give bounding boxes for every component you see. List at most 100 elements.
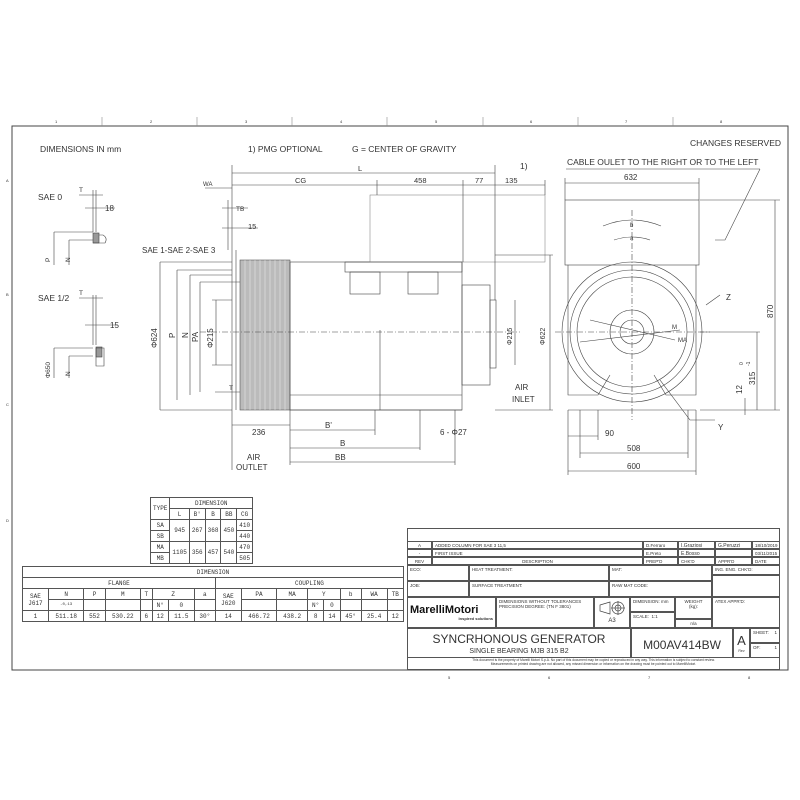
revision-label: Rev (738, 648, 745, 653)
cell-bb: 540 (220, 541, 238, 564)
rev-first-checked: E.Bosso (678, 549, 715, 557)
scale-value: 1:1 (651, 614, 658, 619)
sheet-format: A3 (608, 618, 616, 625)
th-y-dia: 0 (323, 599, 341, 611)
sheet-label: SHEET: (753, 630, 769, 635)
rev-a-checked: I.Graziosi (678, 541, 715, 549)
cell-sae-j620: 14 (214, 610, 242, 622)
ruler-bottom: 5 6 7 8 (448, 675, 751, 680)
weight-unit: (kg): (689, 604, 698, 610)
label-air-inlet-1: AIR (515, 383, 529, 392)
dimension-unit: DIMENSION: mm (630, 597, 675, 612)
projection-symbol: A3 (594, 597, 630, 628)
th-a: a (193, 588, 216, 600)
label-y: Y (718, 423, 724, 432)
label-a: a (630, 236, 634, 242)
drawing-title: SYNCRHONOUS GENERATOR (432, 632, 606, 646)
th-sae: SAE (222, 592, 234, 600)
field-job: JOB: (407, 581, 469, 597)
cell-y-dia: 14 (323, 610, 341, 622)
sae12-dim: 15 (110, 321, 119, 330)
ruler-bottom-5: 5 (448, 675, 451, 680)
company-logo: MarelliMotori Inspired solutions (407, 597, 496, 628)
cell-b: 457 (204, 541, 222, 564)
field-heat-treatment: HEAT TREATMENT: (469, 565, 609, 581)
dim-dia215: Φ215 (206, 328, 215, 348)
th-type: TYPE (149, 497, 171, 520)
sae0-t: T (79, 187, 83, 194)
dim-600: 600 (627, 462, 641, 471)
ruler-row-a: A (6, 178, 9, 183)
sae0-dim: 18 (105, 204, 114, 213)
ruler-bottom-8: 8 (748, 675, 751, 680)
header-checked: CHK'D (678, 557, 715, 565)
cell-tb: 12 (386, 610, 405, 622)
th-b: b (339, 588, 362, 600)
cell-wa: 25.4 (360, 610, 388, 622)
drawing-subtitle: SINGLE BEARING MJB 315 B2 (469, 648, 569, 656)
dim-n: N (181, 332, 190, 338)
th-p: P (83, 588, 106, 600)
label-air-outlet-1: AIR (247, 453, 261, 462)
tolerance-note: DIMENSIONS WITHOUT TOLERANCES PRECISION … (496, 597, 594, 628)
dim-508: 508 (627, 444, 641, 453)
legal-notice-line-1: This document is the property of Marelli… (472, 658, 715, 662)
side-view: L CG 458 77 135 WA TB 15 SAE 1-SAE 2-SAE… (142, 164, 553, 472)
cell-type: SA (149, 519, 171, 531)
cell-cg: 505 (236, 552, 254, 564)
field-blank (712, 575, 780, 597)
dim-dia622: Φ622 (540, 328, 547, 345)
header-date: DATE (752, 557, 780, 565)
logo-text: MarelliMotori (410, 604, 479, 616)
tolerance-line-2: PRECISION DEGREE: (TN F 3801) (499, 604, 571, 610)
sheet-total: 1 (774, 645, 777, 650)
ruler-col-3: 3 (245, 119, 248, 124)
cell-t: 6 (140, 610, 153, 622)
cell-a: 30° (193, 610, 216, 622)
th-wa: WA (360, 588, 388, 600)
sae0-label: SAE 0 (38, 192, 62, 202)
cell-b: 368 (204, 519, 222, 542)
front-view: 632 870 315 0 -1 12 90 508 600 Z Y M MA … (555, 173, 780, 475)
dim-t: T (229, 385, 233, 392)
dim-b: B (340, 439, 345, 448)
header-rev: REV (407, 557, 432, 565)
field-eco: ECO: (407, 565, 469, 581)
ruler-row-d: D (6, 518, 9, 523)
ruler-col-4: 4 (340, 119, 343, 124)
dim-236: 236 (252, 428, 266, 437)
legal-notice-line-2: Measurements on printed drawing are not … (490, 661, 697, 666)
ruler-col-1: 1 (55, 119, 58, 124)
cell-bprime: 356 (188, 541, 206, 564)
third-angle-projection-icon (599, 601, 625, 615)
cell-l: 1105 (169, 541, 190, 564)
rev-a-approved: G.Peruzzi (715, 541, 752, 549)
th-n-tolerance: -0,13 (47, 599, 85, 611)
th-j617: J617 (28, 599, 43, 607)
sheet-number: 1 (774, 630, 777, 635)
sae12-detail: SAE 1/2 T 15 Φ650 N (38, 290, 119, 378)
cell-ma: 438.2 (276, 610, 309, 622)
cell-cg: 440 (236, 530, 254, 542)
cell-cg: 470 (236, 541, 254, 553)
rev-first-approved (715, 549, 752, 557)
field-atex-approved: ATEX APPR'D: (712, 597, 780, 628)
ruler-row-b: B (6, 292, 9, 297)
drawing-frame (11, 125, 789, 671)
th-z-count: N° (151, 599, 169, 611)
rev-a-description: ADDED COLUMN FOR SAE 3 11,5 (432, 541, 643, 549)
dim-315: 315 (748, 371, 757, 385)
sae0-n: N (65, 257, 72, 262)
sae0-detail: SAE 0 T 18 P N (38, 187, 115, 265)
dim-135: 135 (505, 176, 518, 185)
cell-l: 945 (169, 519, 190, 542)
cell-bprime: 267 (188, 519, 206, 542)
dim-p: P (168, 333, 177, 338)
cell-pa: 466.72 (240, 610, 278, 622)
note-changes-reserved: CHANGES RESERVED (690, 138, 781, 148)
dim-l: L (358, 164, 362, 173)
th-bb: BB (220, 508, 238, 520)
